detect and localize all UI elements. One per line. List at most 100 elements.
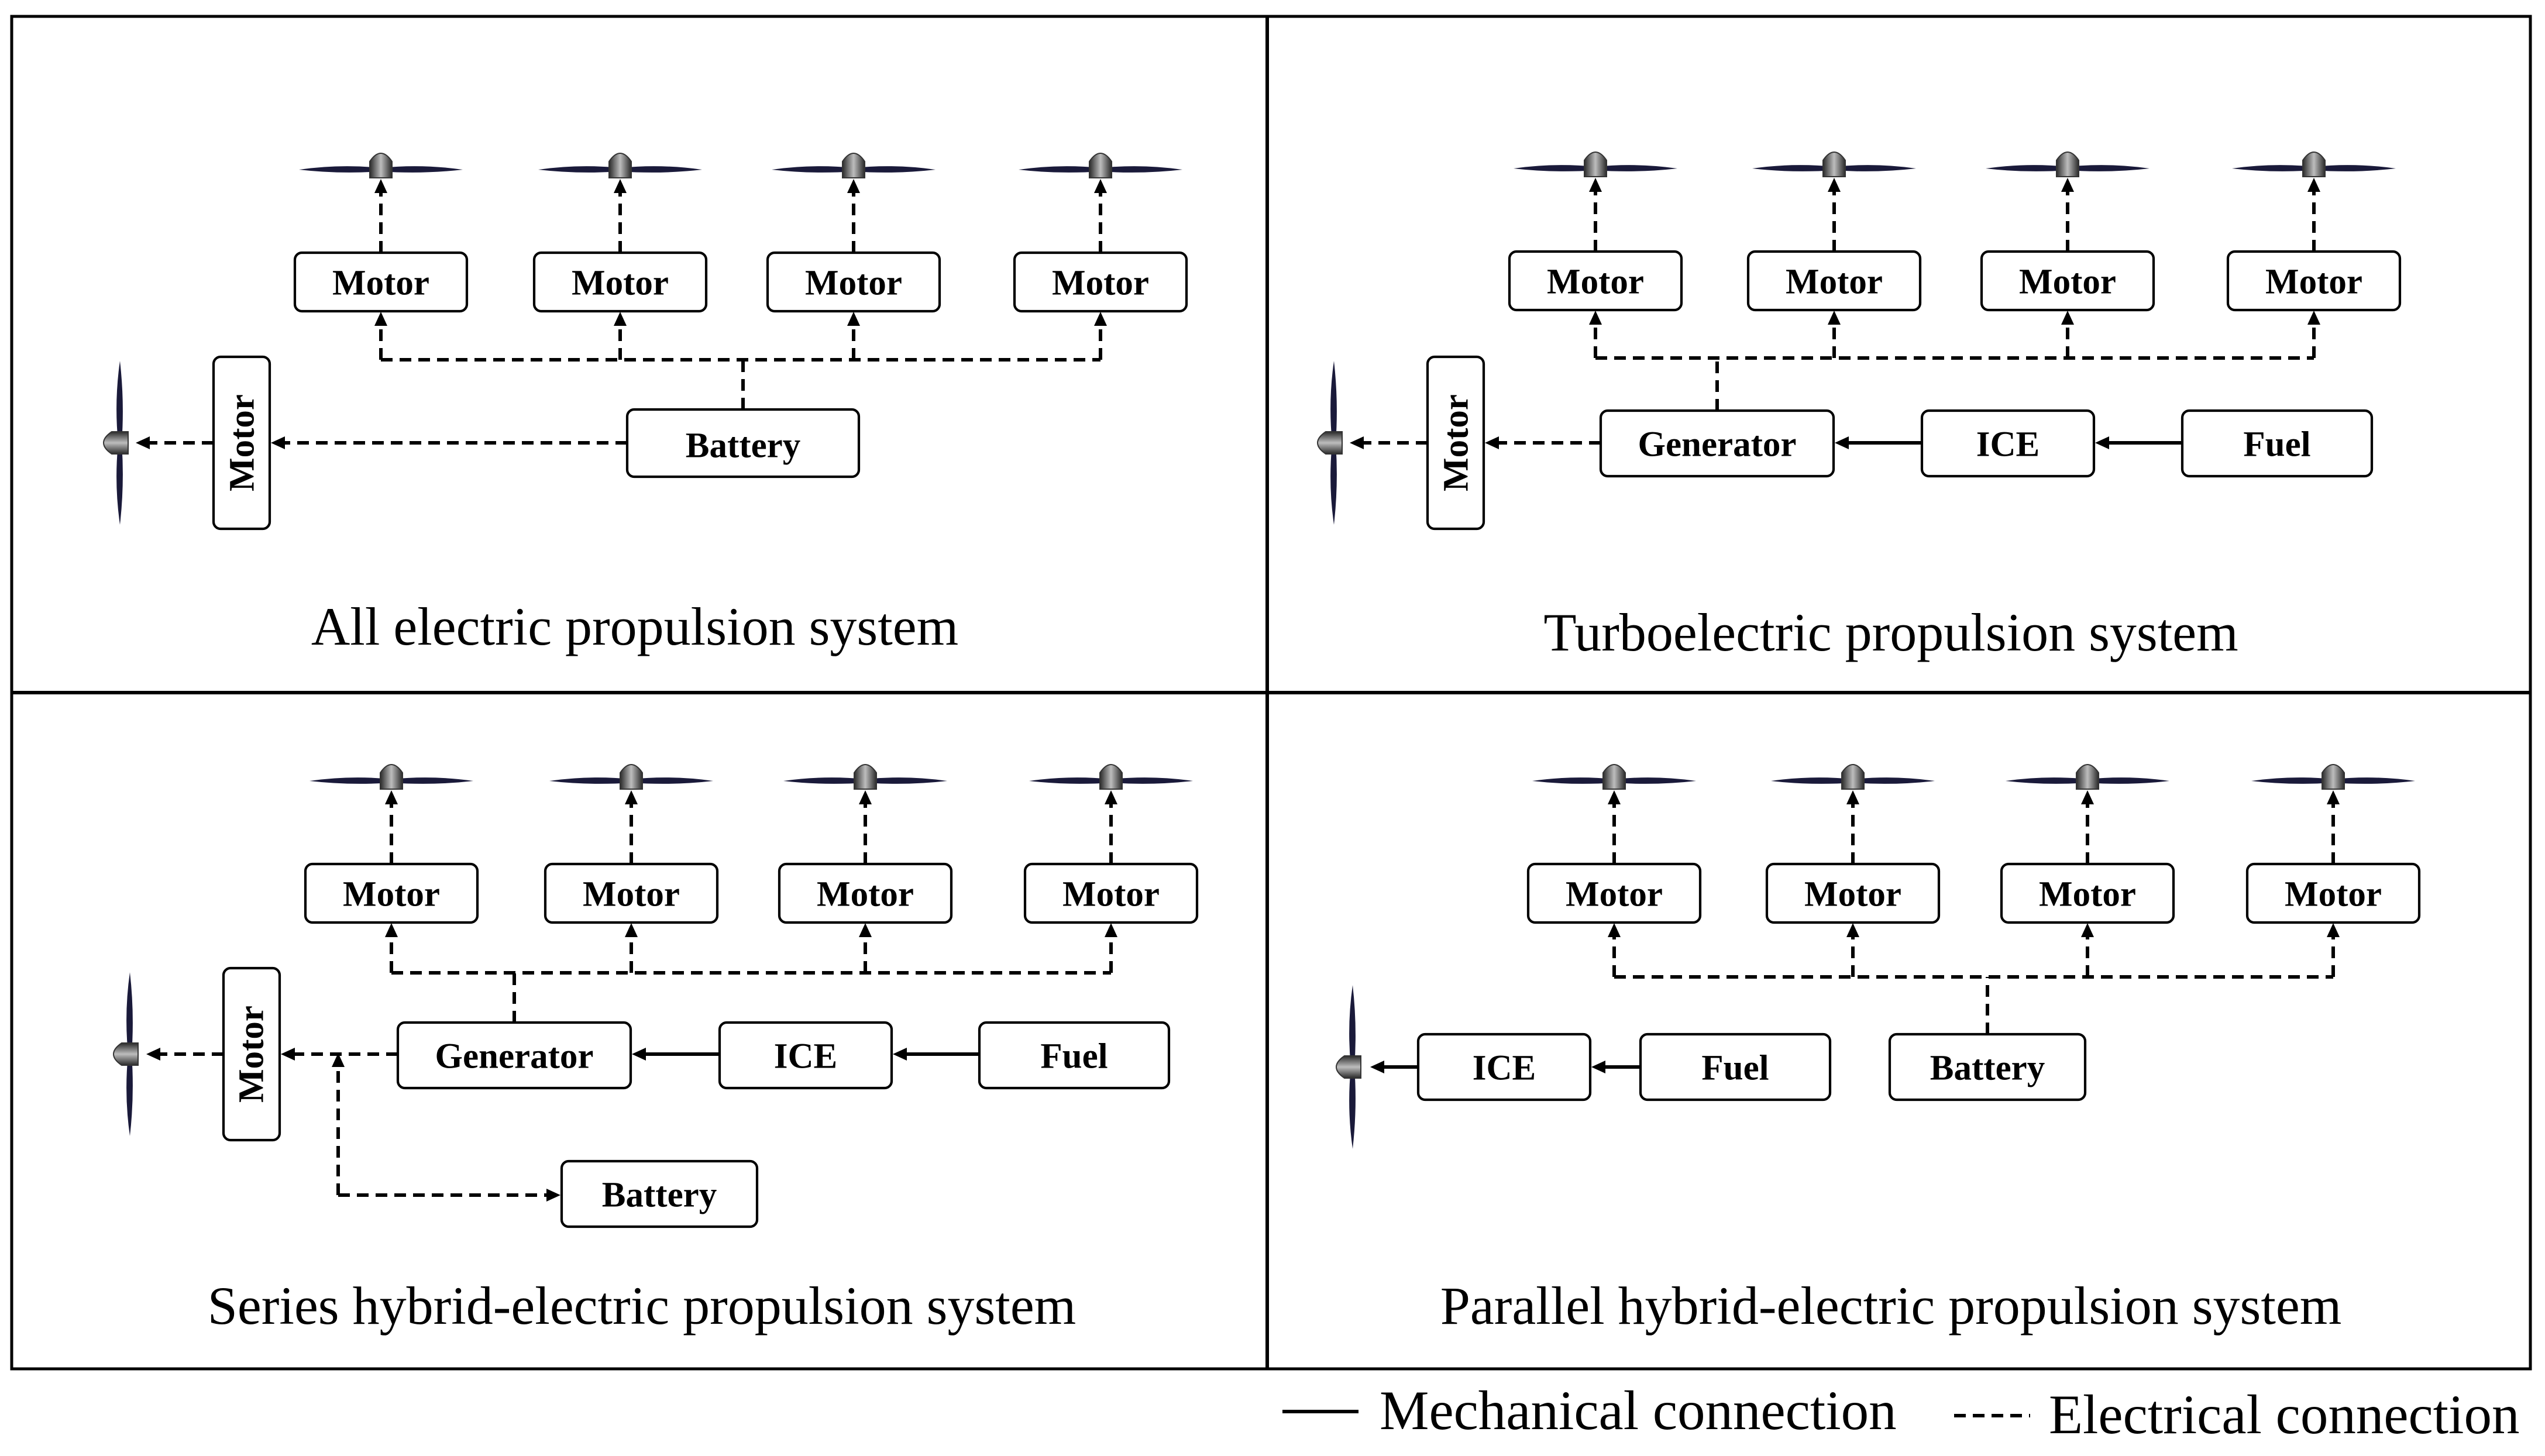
box-battery: Battery (625, 408, 861, 479)
arrowhead-icon (1828, 178, 1841, 192)
arrowhead-icon (1846, 790, 1859, 804)
box-label: Generator (1638, 425, 1797, 464)
propeller-icon (1019, 153, 1182, 178)
propeller-icon (113, 972, 139, 1136)
box-motor-side: Motor (1426, 355, 1485, 531)
box-label: Fuel (1701, 1049, 1769, 1088)
box-ice: ICE (718, 1021, 893, 1090)
panel-caption: Series hybrid-electric propulsion system (208, 1276, 1076, 1335)
box-label: Fuel (2243, 425, 2310, 464)
propeller-icon (1514, 152, 1677, 177)
box-ice: ICE (1416, 1032, 1592, 1102)
box-motor-side: Motor (222, 966, 281, 1142)
propeller-icon (1771, 764, 1935, 790)
arrowhead-icon (625, 790, 638, 804)
box-label: Motor (2265, 263, 2362, 302)
box-motor-side: Motor (212, 355, 271, 531)
panel-caption: All electric propulsion system (311, 597, 958, 656)
arrowhead-icon (1094, 179, 1107, 193)
propeller-icon (1317, 361, 1343, 525)
arrowhead-icon (614, 312, 627, 326)
panel-all-electric: Motor Motor Motor Motor Motor Battery Al… (103, 153, 1188, 656)
box-label: Motor (817, 875, 914, 914)
panel-caption: Parallel hybrid-electric propulsion syst… (1440, 1276, 2342, 1335)
propeller-icon (1029, 764, 1193, 790)
arrowhead-icon (1608, 923, 1621, 937)
arrowhead-icon (146, 1048, 160, 1061)
arrowhead-icon (546, 1189, 560, 1202)
box-motor-3: Motor (1980, 250, 2155, 312)
arrowhead-icon (1589, 178, 1602, 192)
arrowhead-icon (136, 436, 150, 449)
box-label: ICE (1473, 1049, 1536, 1088)
arrowhead-icon (2061, 311, 2074, 325)
arrowhead-icon (1105, 923, 1117, 937)
arrowhead-icon (2327, 790, 2340, 804)
box-fuel: Fuel (1639, 1032, 1832, 1102)
panel-turboelectric: Motor Motor Motor Motor Motor Generator … (1317, 152, 2402, 662)
arrowhead-icon (625, 923, 638, 937)
box-fuel: Fuel (978, 1021, 1171, 1090)
box-label: Motor (223, 394, 262, 491)
box-motor-1: Motor (1526, 862, 1702, 924)
arrowhead-icon (2327, 923, 2340, 937)
arrowhead-icon (2081, 923, 2094, 937)
box-label: Motor (805, 264, 902, 303)
box-motor-3: Motor (2000, 862, 2175, 924)
box-battery: Battery (1888, 1032, 2087, 1102)
arrowhead-icon (1828, 311, 1841, 325)
arrowhead-icon (859, 923, 872, 937)
box-motor-2: Motor (532, 251, 708, 313)
box-motor-1: Motor (1508, 250, 1683, 312)
propeller-icon (2251, 764, 2415, 790)
arrowhead-icon (1591, 1061, 1605, 1073)
arrowhead-icon (893, 1048, 907, 1061)
arrowhead-icon (1370, 1061, 1384, 1073)
propeller-icon (1986, 152, 2150, 177)
box-motor-3: Motor (766, 251, 941, 313)
propeller-icon (1336, 985, 1361, 1149)
box-motor-2: Motor (544, 862, 719, 924)
box-label: ICE (774, 1037, 837, 1076)
arrowhead-icon (2081, 790, 2094, 804)
panel-caption: Turboelectric propulsion system (1543, 603, 2238, 662)
box-motor-2: Motor (1746, 250, 1922, 312)
arrowhead-icon (385, 923, 398, 937)
arrowhead-icon (632, 1048, 646, 1061)
box-battery: Battery (560, 1159, 759, 1228)
arrowhead-icon (847, 312, 860, 326)
box-fuel: Fuel (2181, 409, 2374, 478)
arrowhead-icon (1608, 790, 1621, 804)
arrowhead-icon (847, 179, 860, 193)
propeller-icon (309, 764, 473, 790)
propeller-icon (538, 153, 702, 178)
legend-electrical-label: Electrical connection (2049, 1383, 2519, 1445)
arrowhead-icon (859, 790, 872, 804)
box-label: Motor (2039, 875, 2136, 914)
arrowhead-icon (1485, 436, 1499, 449)
arrowhead-icon (2061, 178, 2074, 192)
box-label: Battery (602, 1176, 717, 1215)
arrowhead-icon (1094, 312, 1107, 326)
box-label: Motor (1052, 264, 1149, 303)
box-label: ICE (1976, 425, 2040, 464)
propeller-icon (549, 764, 713, 790)
box-label: Motor (2019, 263, 2116, 302)
arrowhead-icon (1589, 311, 1602, 325)
arrowhead-icon (374, 179, 387, 193)
arrowhead-icon (2307, 178, 2320, 192)
box-motor-4: Motor (2226, 250, 2402, 312)
box-label: Motor (1547, 263, 1644, 302)
legend: Mechanical connection Electrical connect… (1282, 1379, 2519, 1445)
propeller-icon (772, 153, 936, 178)
arrowhead-icon (1105, 790, 1117, 804)
propeller-icon (2006, 764, 2169, 790)
panel-parallel-hybrid: Motor Motor Motor Motor ICE Fuel Battery… (1336, 764, 2421, 1335)
box-label: Motor (232, 1006, 271, 1103)
propeller-icon (299, 153, 463, 178)
box-motor-1: Motor (304, 862, 479, 924)
arrowhead-icon (1835, 436, 1849, 449)
arrowhead-icon (1350, 436, 1364, 449)
box-label: Motor (332, 264, 429, 303)
box-label: Motor (583, 875, 680, 914)
